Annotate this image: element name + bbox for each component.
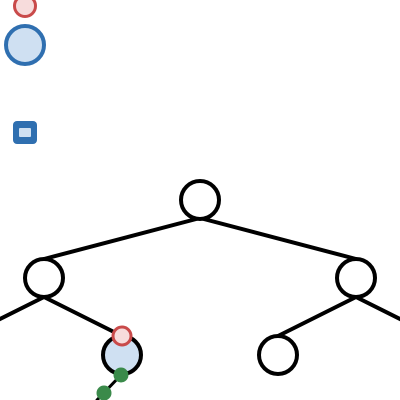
edge-root-left <box>42 216 202 261</box>
edge-right-left <box>276 295 358 338</box>
tool-palette <box>0 0 60 160</box>
window-square-icon[interactable] <box>13 121 37 144</box>
node-right-left[interactable] <box>257 334 299 376</box>
drag-handle-tail-icon[interactable] <box>96 385 112 400</box>
window-square-inner <box>19 128 31 137</box>
edge-left-offscreen <box>0 295 46 322</box>
blue-circle-icon[interactable] <box>4 24 46 66</box>
edge-right-offscreen <box>354 295 400 322</box>
red-ring-icon[interactable] <box>13 0 37 18</box>
drag-handle-dot-icon[interactable] <box>113 367 129 383</box>
delete-handle-icon[interactable] <box>111 325 133 347</box>
node-left[interactable] <box>23 257 65 299</box>
node-right[interactable] <box>335 257 377 299</box>
node-root[interactable] <box>179 179 221 221</box>
edge-left-left <box>42 295 124 338</box>
edge-root-right <box>198 216 358 261</box>
